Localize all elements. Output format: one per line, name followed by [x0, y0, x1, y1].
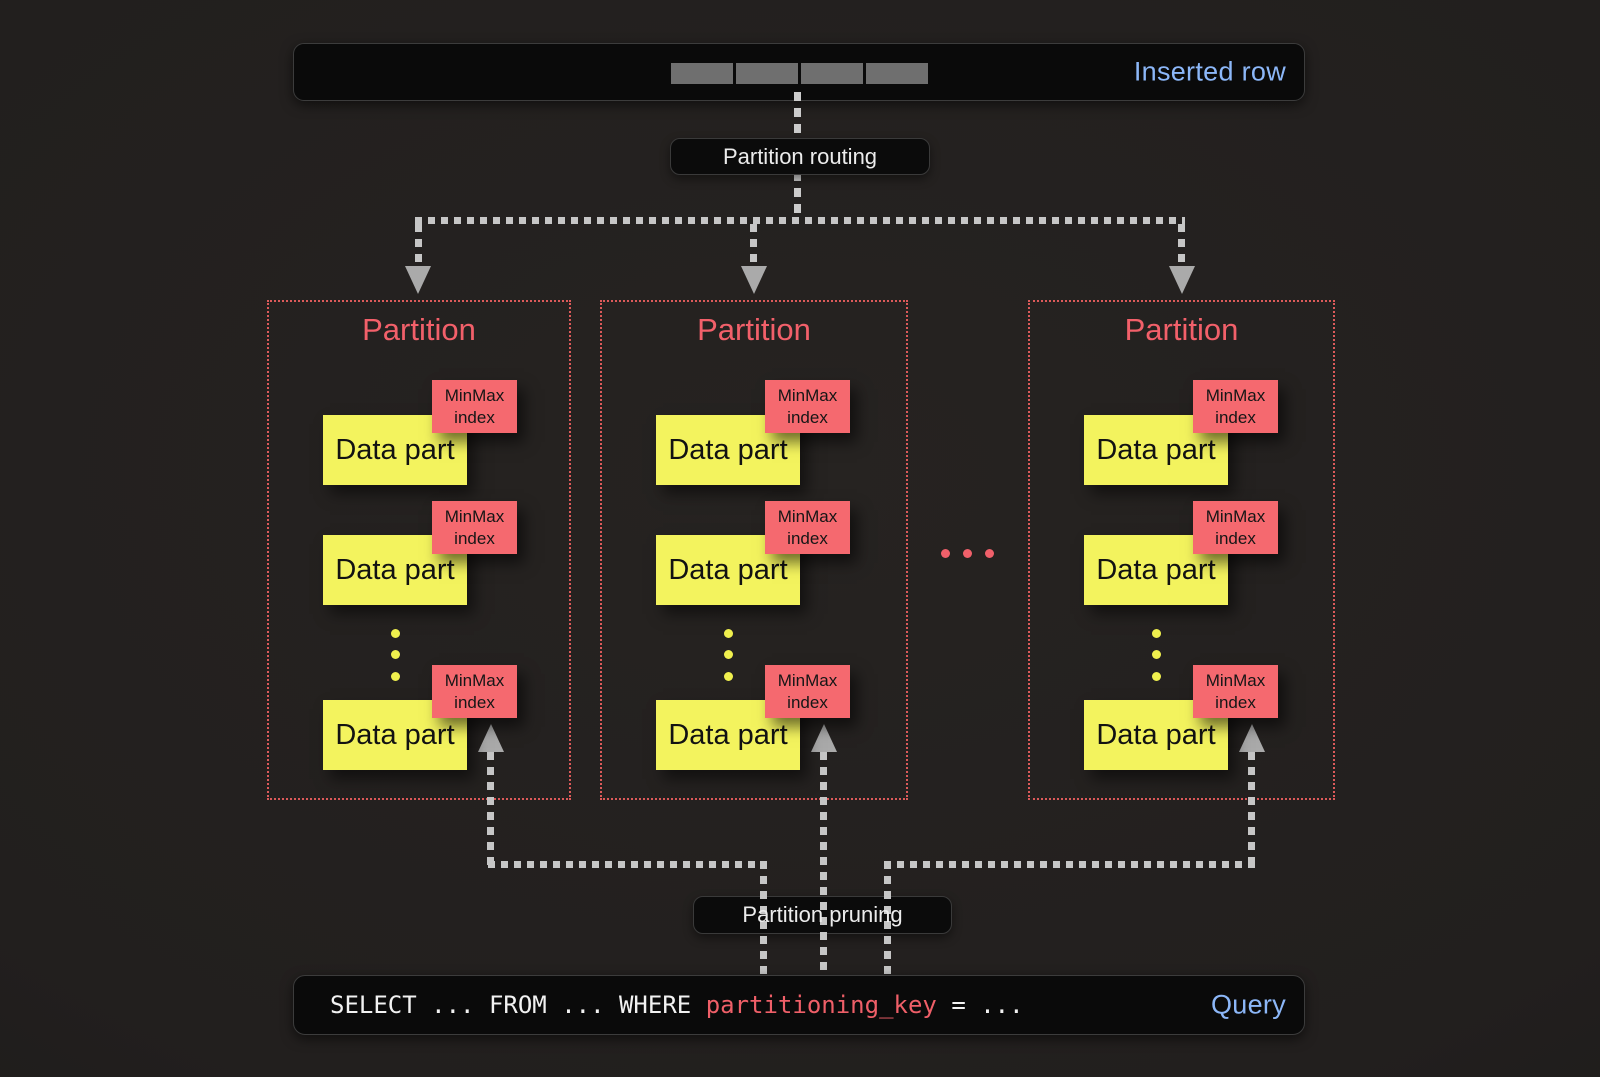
vertical-ellipsis-icon: [724, 672, 733, 681]
vertical-ellipsis-icon: [391, 650, 400, 659]
vertical-ellipsis-icon: [391, 629, 400, 638]
arrow-down-icon: [405, 266, 431, 294]
vertical-ellipsis-icon: [724, 629, 733, 638]
ellipsis-icon: [963, 549, 972, 558]
partition-box-2: Partition MinMax index Data part MinMax …: [600, 300, 908, 800]
row-cell: [866, 63, 928, 84]
ellipsis-icon: [985, 549, 994, 558]
inserted-row-cells-icon: [671, 63, 928, 84]
partition-title: Partition: [362, 312, 476, 347]
drop-line-3: [1178, 224, 1185, 267]
minmax-index-badge: MinMax index: [432, 665, 517, 718]
partition-box-3: Partition MinMax index Data part MinMax …: [1028, 300, 1335, 800]
pruning-line-middle-stem: [820, 752, 827, 975]
inserted-row-label: Inserted row: [1133, 56, 1286, 87]
inserted-row-bar: Inserted row: [293, 43, 1305, 101]
ellipsis-icon: [941, 549, 950, 558]
vertical-ellipsis-icon: [1152, 629, 1161, 638]
vertical-ellipsis-icon: [724, 650, 733, 659]
partition-box-1: Partition MinMax index Data part MinMax …: [267, 300, 571, 800]
row-cell: [736, 63, 798, 84]
data-part-box: Data part: [656, 535, 800, 605]
minmax-index-badge: MinMax index: [1193, 380, 1278, 433]
vertical-ellipsis-icon: [1152, 672, 1161, 681]
pruning-line-left-stem: [487, 752, 494, 868]
minmax-index-badge: MinMax index: [765, 665, 850, 718]
arrow-down-icon: [741, 266, 767, 294]
pruning-line-left-drop: [760, 861, 767, 975]
minmax-index-badge: MinMax index: [432, 380, 517, 433]
minmax-index-badge: MinMax index: [1193, 501, 1278, 554]
partition-title: Partition: [697, 312, 811, 347]
pruning-line-right-horizontal: [884, 861, 1255, 868]
distributor-line: [415, 217, 1185, 224]
vertical-ellipsis-icon: [391, 672, 400, 681]
query-bar: SELECT ... FROM ... WHERE partitioning_k…: [293, 975, 1305, 1035]
arrow-up-icon: [1239, 724, 1265, 752]
arrow-down-icon: [1169, 266, 1195, 294]
partition-pruning-label: Partition pruning: [742, 902, 903, 927]
sql-text: SELECT ... FROM ... WHERE partitioning_k…: [330, 991, 1024, 1019]
sql-partitioning-key: partitioning_key: [705, 991, 937, 1019]
partition-title: Partition: [1124, 312, 1239, 347]
minmax-index-badge: MinMax index: [765, 380, 850, 433]
row-cell: [671, 63, 733, 84]
minmax-index-badge: MinMax index: [1193, 665, 1278, 718]
pruning-line-right-stem: [1248, 752, 1255, 868]
pruning-line-left-horizontal: [488, 861, 767, 868]
sql-prefix: SELECT ... FROM ... WHERE: [330, 991, 706, 1019]
minmax-index-badge: MinMax index: [765, 501, 850, 554]
row-cell: [801, 63, 863, 84]
data-part-box: Data part: [323, 535, 467, 605]
partition-routing-label: Partition routing: [670, 138, 930, 175]
data-part-box: Data part: [1084, 535, 1228, 605]
sql-suffix: = ...: [936, 991, 1024, 1019]
vertical-ellipsis-icon: [1152, 650, 1161, 659]
arrow-up-icon: [478, 724, 504, 752]
query-label: Query: [1210, 989, 1286, 1020]
minmax-index-badge: MinMax index: [432, 501, 517, 554]
drop-line-2: [750, 224, 757, 267]
drop-line-1: [415, 224, 422, 267]
arrow-up-icon: [811, 724, 837, 752]
pruning-line-right-drop: [884, 861, 891, 975]
